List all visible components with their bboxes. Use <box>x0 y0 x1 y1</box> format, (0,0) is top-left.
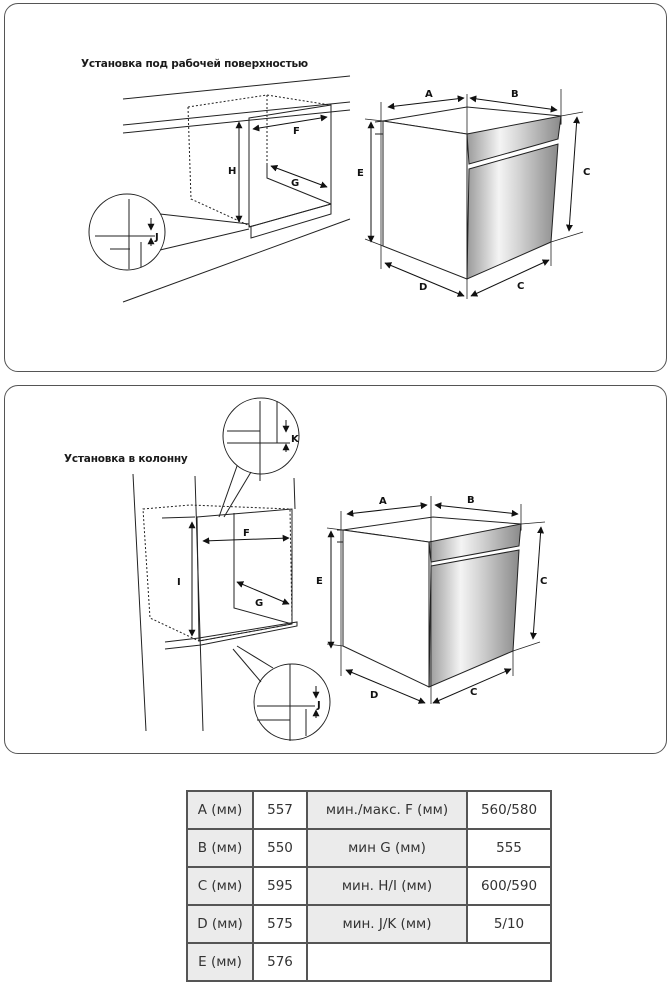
magnifier-leader <box>232 648 262 683</box>
dimensions-table: A (мм) 557 мин./макс. F (мм) 560/580 B (… <box>186 790 552 982</box>
label-a: A <box>379 496 387 507</box>
label-e: E <box>316 576 323 587</box>
dimension-c-side <box>529 526 545 640</box>
dimension-g <box>236 581 290 605</box>
label-b: B <box>511 89 519 100</box>
dimension-c-bottom <box>470 259 550 297</box>
panel-under-counter: Установка под рабочей поверхностью <box>4 3 667 372</box>
table-row: A (мм) 557 мин./макс. F (мм) 560/580 <box>186 790 552 830</box>
niche-key: мин./макс. F (мм) <box>306 790 468 830</box>
dimension-value: 550 <box>252 828 308 868</box>
dimension-d <box>384 262 465 297</box>
panel-title: Установка в колонну <box>64 453 188 465</box>
magnifier-leader <box>159 213 250 225</box>
oven-door <box>428 549 520 688</box>
label-c-side: C <box>540 576 547 587</box>
label-a: A <box>425 89 433 100</box>
label-d: D <box>370 690 378 701</box>
label-d: D <box>419 282 427 293</box>
detail-magnifier-k <box>222 397 300 475</box>
panel-title: Установка под рабочей поверхностью <box>81 58 308 70</box>
oven-control-panel <box>428 523 522 563</box>
label-j: J <box>154 232 159 243</box>
niche-key: мин. J/K (мм) <box>306 904 468 944</box>
niche-floor <box>266 164 332 205</box>
table-row: D (мм) 575 мин. J/K (мм) 5/10 <box>186 904 552 944</box>
dimension-d <box>345 669 426 704</box>
dimension-c-side <box>565 116 581 232</box>
cabinet-outline-dashed <box>142 504 293 642</box>
dimension-b <box>434 502 519 517</box>
niche-value: 5/10 <box>466 904 552 944</box>
table-row: B (мм) 550 мин G (мм) 555 <box>186 828 552 868</box>
column-line <box>194 475 204 732</box>
magnifier-leader <box>236 645 274 669</box>
dimension-value: 575 <box>252 904 308 944</box>
label-g: G <box>255 598 263 609</box>
niche-value: 560/580 <box>466 790 552 830</box>
label-g: G <box>291 178 299 189</box>
niche-key: мин G (мм) <box>306 828 468 868</box>
niche-key: мин. H/I (мм) <box>306 866 468 906</box>
niche-value: 555 <box>466 828 552 868</box>
dimension-key: A (мм) <box>186 790 254 830</box>
dimension-key: C (мм) <box>186 866 254 906</box>
cabinet-outline-dashed <box>187 94 331 227</box>
detail-magnifier-j <box>88 193 166 271</box>
niche-shelf <box>164 621 298 650</box>
dimension-f <box>252 114 328 132</box>
detail-magnifier-j <box>253 663 331 741</box>
label-b: B <box>467 495 475 506</box>
oven-side <box>342 529 430 688</box>
label-j: J <box>316 700 321 711</box>
niche-plinth <box>248 203 332 239</box>
magnifier-leader <box>218 465 238 518</box>
dimension-value: 595 <box>252 866 308 906</box>
oven-control-panel <box>466 115 562 165</box>
panel-column: Установка в колонну <box>4 385 667 754</box>
oven-side <box>382 120 468 280</box>
dimension-g <box>270 164 328 189</box>
column-diagram: I F G K J A <box>132 397 547 741</box>
label-h: H <box>228 166 236 177</box>
label-f: F <box>293 126 300 137</box>
under-counter-diagram: H F G J A B <box>88 75 590 303</box>
dimension-key: D (мм) <box>186 904 254 944</box>
label-c-bottom: C <box>517 281 524 292</box>
table-row: E (мм) 576 <box>186 942 552 982</box>
label-c-bottom: C <box>470 687 477 698</box>
magnifier-leader <box>223 471 252 518</box>
dimension-c-bottom <box>432 668 512 704</box>
column-line <box>132 473 147 732</box>
dimension-key: B (мм) <box>186 828 254 868</box>
dimension-a <box>346 502 428 517</box>
dimension-f <box>202 534 290 545</box>
label-k: K <box>291 434 300 445</box>
countertop-line <box>122 75 351 100</box>
table-row: C (мм) 595 мин. H/I (мм) 600/590 <box>186 866 552 906</box>
dimension-b <box>469 95 558 113</box>
dimension-key: E (мм) <box>186 942 254 982</box>
dimension-value: 557 <box>252 790 308 830</box>
countertop-line <box>122 101 351 126</box>
label-i: I <box>177 577 181 588</box>
label-c-side: C <box>583 167 590 178</box>
oven-door <box>466 143 559 280</box>
niche-value: 600/590 <box>466 866 552 906</box>
label-f: F <box>243 528 250 539</box>
dimension-value: 576 <box>252 942 308 982</box>
empty-cell <box>306 942 552 982</box>
magnifier-leader <box>159 228 250 251</box>
dimension-a <box>387 95 465 110</box>
label-e: E <box>357 168 364 179</box>
floor-line <box>122 218 351 303</box>
